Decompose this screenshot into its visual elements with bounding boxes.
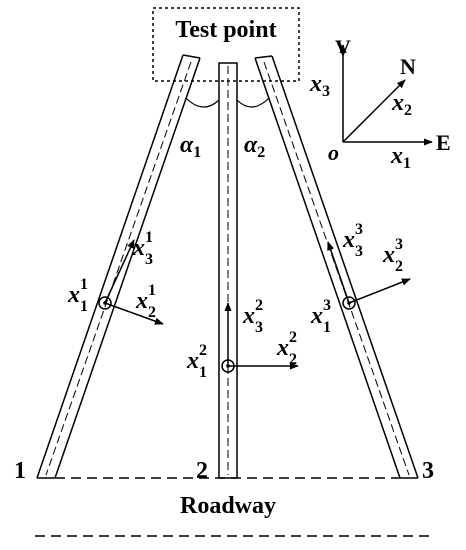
angle-label-1: α1	[180, 132, 201, 161]
axis-x3-label: x3	[309, 71, 330, 100]
angle-arc-1	[185, 97, 220, 108]
column-number-1: 1	[14, 458, 26, 484]
axis-N-label: N	[400, 54, 416, 79]
column-number-3: 3	[422, 458, 434, 484]
axis-x1-label: x1	[390, 143, 411, 172]
angle-arc-2	[236, 97, 270, 108]
column-1-centerline	[45, 61, 192, 476]
measure-point-1	[98, 296, 112, 310]
test-point-label: Test point	[175, 17, 276, 43]
axis-x2-label: x2	[391, 90, 412, 119]
column-1	[36, 54, 201, 479]
column-number-2: 2	[196, 458, 208, 484]
global-axes: V N E o x3 x2 x1	[309, 35, 451, 172]
roadway-label: Roadway	[180, 493, 276, 519]
axis-x2-arrow	[342, 79, 406, 143]
column-2	[218, 62, 238, 479]
measure-point-3	[342, 296, 356, 310]
test-point-box	[152, 7, 300, 82]
axis-E-label: E	[436, 130, 451, 155]
axis-origin-label: o	[328, 140, 339, 165]
angle-label-2: α2	[244, 132, 265, 161]
axis-V-label: V	[335, 35, 351, 60]
